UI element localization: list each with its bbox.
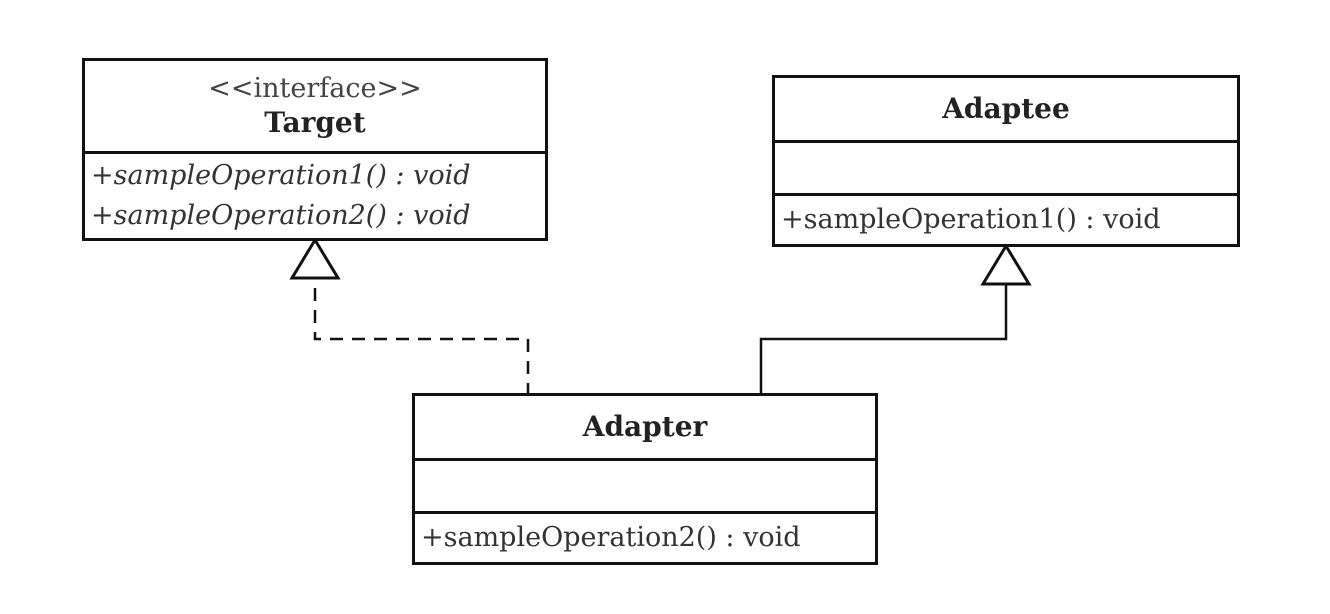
class-adapter-operation: +sampleOperation2() : void (421, 522, 801, 553)
class-target-header: <<interface>> Target (85, 61, 545, 151)
class-adaptee-operations: +sampleOperation1() : void (775, 193, 1237, 244)
class-adaptee-name: Adaptee (942, 92, 1070, 125)
class-adaptee-operation: +sampleOperation1() : void (781, 204, 1161, 235)
realization-arrowhead (289, 237, 341, 280)
class-adapter-operations: +sampleOperation2() : void (415, 511, 875, 562)
class-target-operations: +sampleOperation1() : void +sampleOperat… (85, 151, 545, 238)
generalization-arrowhead (980, 243, 1032, 286)
class-adapter-header: Adapter (415, 396, 875, 458)
class-adapter[interactable]: Adapter +sampleOperation2() : void (412, 393, 878, 565)
class-target[interactable]: <<interface>> Target +sampleOperation1()… (82, 58, 548, 241)
class-adapter-attributes (415, 458, 875, 511)
class-adaptee-header: Adaptee (775, 78, 1237, 140)
class-adapter-name: Adapter (582, 410, 708, 443)
realization-line (313, 278, 530, 396)
class-adaptee[interactable]: Adaptee +sampleOperation1() : void (772, 75, 1240, 247)
class-target-operation: +sampleOperation2() : void (91, 200, 471, 231)
class-adaptee-attributes (775, 140, 1237, 193)
generalization-line (759, 284, 1008, 396)
class-target-stereotype: <<interface>> (208, 73, 422, 104)
class-target-operation: +sampleOperation1() : void (91, 160, 471, 191)
class-target-name: Target (264, 106, 366, 139)
